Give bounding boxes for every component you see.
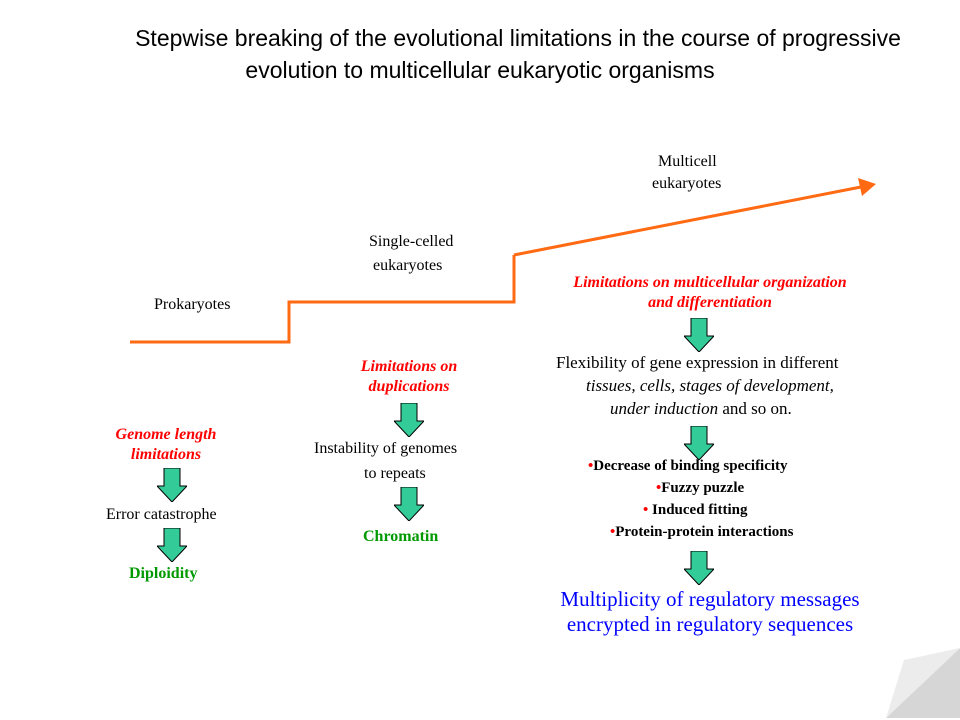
error-catastrophe: Error catastrophe: [106, 506, 217, 523]
multicellular-limitations: Limitations on multicellular organizatio…: [540, 273, 880, 313]
col3-limit-line-2: and differentiation: [648, 294, 772, 311]
col2-limit-line-1: Limitations on: [360, 358, 458, 375]
bullet-text: Decrease of binding specificity: [593, 458, 788, 474]
flexibility-line-3-plain: and so on.: [718, 399, 792, 418]
stage-multicell-line-2: eukaryotes: [652, 175, 722, 192]
bullet-protein-interactions: •Protein-protein interactions: [610, 521, 793, 543]
regulatory-multiplicity: Multiplicity of regulatory messages encr…: [540, 587, 880, 637]
title-line-2: evolution to multicellular eukaryotic or…: [245, 57, 715, 83]
chromatin: Chromatin: [363, 528, 439, 545]
result-line-1: Multiplicity of regulatory messages: [560, 587, 860, 611]
down-arrow-icon: [394, 487, 424, 521]
staircase-arrowhead-icon: [858, 178, 876, 196]
bullet-text: Induced fitting: [652, 502, 748, 518]
bullet-induced-fitting: • Induced fitting: [643, 499, 747, 521]
genome-length-limitations: Genome length limitations: [96, 425, 236, 465]
genome-instability-line-1: Instability of genomes: [314, 440, 458, 457]
down-arrow-icon: [157, 468, 187, 502]
genome-instability-line-2: to repeats: [364, 465, 426, 482]
bullet-mark: •: [588, 458, 594, 474]
down-arrow-icon: [684, 426, 714, 460]
bullet-binding-specificity: •Decrease of binding specificity: [588, 455, 788, 477]
bullet-fuzzy-puzzle: •Fuzzy puzzle: [656, 477, 744, 499]
duplication-limitations: Limitations on duplications: [334, 357, 484, 397]
result-line-2: encrypted in regulatory sequences: [566, 612, 854, 636]
flexibility-line-1: Flexibility of gene expression in differ…: [556, 353, 839, 372]
title-line-1: Stepwise breaking of the evolutional lim…: [135, 25, 901, 51]
diploidity: Diploidity: [129, 565, 198, 582]
down-arrow-icon: [684, 551, 714, 585]
staircase-line: [130, 255, 516, 344]
staircase-rising-line: [513, 184, 867, 257]
flexibility-line-2: tissues, cells, stages of development,: [586, 376, 834, 395]
stage-prokaryotes: Prokaryotes: [154, 296, 231, 313]
flexibility-line-3-italic: under induction: [610, 399, 719, 418]
bullet-mark: •: [643, 502, 649, 518]
page-title: Stepwise breaking of the evolutional lim…: [0, 22, 960, 86]
down-arrow-icon: [157, 528, 187, 562]
bullet-mark: •: [610, 524, 616, 540]
bullet-text: Protein-protein interactions: [615, 524, 794, 540]
bullet-text: Fuzzy puzzle: [661, 480, 745, 496]
down-arrow-icon: [684, 318, 714, 352]
col1-limit-line-2: limitations: [130, 446, 202, 463]
col3-limit-line-1: Limitations on multicellular organizatio…: [573, 274, 847, 291]
col1-limit-line-1: Genome length: [115, 426, 217, 443]
stage-single-celled-line-2: eukaryotes: [373, 257, 443, 274]
stage-single-celled-line-1: Single-celled: [369, 233, 454, 250]
col2-limit-line-2: duplications: [368, 378, 450, 395]
flexibility-line-3: under induction and so on.: [610, 399, 792, 419]
stage-multicell-line-1: Multicell: [658, 153, 717, 170]
down-arrow-icon: [394, 403, 424, 437]
page-curl-fold: [886, 648, 960, 718]
bullet-mark: •: [656, 480, 662, 496]
